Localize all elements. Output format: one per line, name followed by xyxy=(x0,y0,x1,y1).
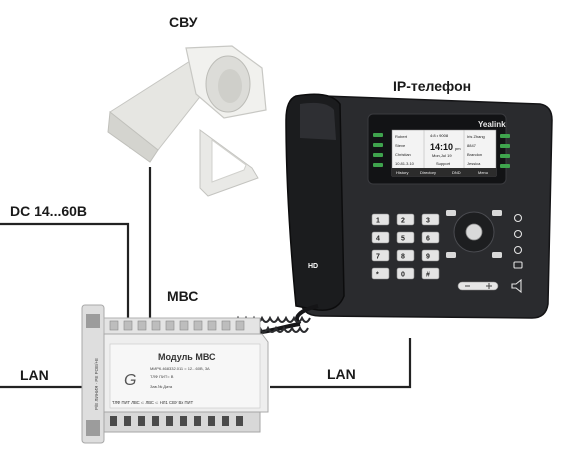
screen-key-label: Christian xyxy=(395,152,411,157)
volume-bar[interactable] xyxy=(457,281,499,291)
message-icon[interactable] xyxy=(513,245,523,255)
line-key[interactable] xyxy=(500,134,510,138)
module-title: Модуль МВС xyxy=(158,352,216,362)
screen-top-line: 4:8 • 9008 xyxy=(430,133,449,138)
nav-cluster xyxy=(446,210,502,258)
speaker-icon[interactable] xyxy=(511,278,522,294)
keypad-key-label: # xyxy=(426,272,430,279)
screen-time-suffix: pm xyxy=(455,146,461,151)
nav-side-key[interactable] xyxy=(446,252,456,258)
line-keys-right xyxy=(500,134,510,168)
lan-right-label: LAN xyxy=(327,366,356,382)
top-screws xyxy=(109,320,245,331)
screen-key-label: Robert xyxy=(395,134,408,139)
brand-logo: Yealink xyxy=(478,120,506,129)
keypad-key-label: 6 xyxy=(426,236,430,243)
screen-time: 14:10 xyxy=(430,142,453,152)
svu-speaker xyxy=(107,45,267,197)
bottom-screws xyxy=(110,416,243,426)
hd-badge: HD xyxy=(308,263,318,270)
line-key[interactable] xyxy=(373,163,383,167)
module-spec-line: МИРК.468332.011 = 12...60В, 3А xyxy=(150,366,210,371)
screen-key-label: 8847 xyxy=(467,143,477,148)
ok-button[interactable] xyxy=(465,223,483,241)
screen-key-label: Jessica xyxy=(467,161,481,166)
softkeys: History Directory DND Menu xyxy=(396,170,488,175)
mic-mute-icon[interactable] xyxy=(513,213,523,223)
screen-center: 4:8 • 9008 14:10 pm Mon,Jul 19 Support xyxy=(430,133,461,166)
module-spec-line: ТЛФ ПИТ= В xyxy=(150,374,174,379)
screen-key-label: Brandon xyxy=(467,152,482,157)
module-label-panel xyxy=(109,343,261,409)
dc-wire xyxy=(0,222,130,330)
phone-handset xyxy=(285,93,345,311)
line-key[interactable] xyxy=(500,164,510,168)
mvs-module: Р/Е ЛИНИЯ · РЕ POE/+E Модуль МВС G МИРК.… xyxy=(81,304,269,444)
keypad-key-label: 9 xyxy=(426,254,430,261)
screen-right-keys: Iris Zhang 8847 Brandon Jessica xyxy=(467,134,485,166)
line-key[interactable] xyxy=(373,143,383,147)
mvs-label: МВС xyxy=(167,288,199,304)
keypad-key-label: 4 xyxy=(376,236,380,243)
keypad-key-label: 3 xyxy=(426,218,430,225)
module-side-text: Р/Е ЛИНИЯ · РЕ POE/+E xyxy=(94,358,99,410)
keypad-key-label: 0 xyxy=(401,272,405,279)
dc-power-label: DC 14...60В xyxy=(10,203,88,219)
line-key[interactable] xyxy=(373,133,383,137)
keypad-key-label: 5 xyxy=(401,236,405,243)
keypad-key-label: 7 xyxy=(376,254,380,261)
softkey[interactable]: Menu xyxy=(478,170,488,175)
transfer-icon[interactable] xyxy=(513,261,523,269)
screen-left-keys: Robert Steve Christian 10.81.3.10 xyxy=(395,134,415,166)
module-logo: G xyxy=(124,372,136,389)
svu-label: СВУ xyxy=(169,14,198,30)
nav-side-key[interactable] xyxy=(446,210,456,216)
screen-key-label: 10.81.3.10 xyxy=(395,161,415,166)
function-keys xyxy=(511,213,523,294)
softkey[interactable]: History xyxy=(396,170,408,175)
keypad-key[interactable]: 6 xyxy=(421,231,440,244)
line-key[interactable] xyxy=(373,153,383,157)
module-terminal-labels: ТЛФ ПИТ ЛВС ⊂ ЛВС ⊂ НЛ1 СВУ Вх ПИТ xyxy=(112,400,194,405)
keypad-key[interactable]: 2 xyxy=(396,213,415,226)
keypad-key-label: 2 xyxy=(401,218,405,225)
keypad-key[interactable]: 9 xyxy=(421,249,440,262)
module-spec-line: Зав.№ Дата xyxy=(150,384,173,389)
headset-icon[interactable] xyxy=(513,229,523,239)
keypad-key-label: 8 xyxy=(401,254,405,261)
keypad-key[interactable]: 8 xyxy=(396,249,415,262)
screen-status: Support xyxy=(436,161,451,166)
screen-key-label: Iris Zhang xyxy=(467,134,485,139)
lan-left-label: LAN xyxy=(20,367,49,383)
nav-side-key[interactable] xyxy=(492,252,502,258)
keypad-key[interactable]: # xyxy=(421,267,440,280)
nav-side-key[interactable] xyxy=(492,210,502,216)
keypad-key[interactable]: * xyxy=(371,267,390,280)
keypad-key-label: * xyxy=(376,272,379,279)
keypad-key[interactable]: 4 xyxy=(371,231,390,244)
screen-date: Mon,Jul 19 xyxy=(432,153,452,158)
wires xyxy=(0,167,412,389)
keypad-key[interactable]: 5 xyxy=(396,231,415,244)
line-key[interactable] xyxy=(500,144,510,148)
ip-phone: HD Yealink Robert Steve Christian 10.81.… xyxy=(223,93,553,335)
keypad-key[interactable]: 1 xyxy=(371,213,390,226)
keypad-key[interactable]: 0 xyxy=(396,267,415,280)
keypad: 1 2 3 4 5 6 7 8 9 * 0 # xyxy=(371,213,440,280)
ip-phone-label: IP-телефон xyxy=(393,78,472,94)
softkey[interactable]: DND xyxy=(452,170,461,175)
keypad-key-label: 1 xyxy=(376,218,380,225)
screen-key-label: Steve xyxy=(395,143,406,148)
keypad-key[interactable]: 3 xyxy=(421,213,440,226)
lan-right-wire xyxy=(270,338,412,389)
line-key[interactable] xyxy=(500,154,510,158)
keypad-key[interactable]: 7 xyxy=(371,249,390,262)
softkey[interactable]: Directory xyxy=(420,170,436,175)
line-keys-left xyxy=(373,133,383,167)
